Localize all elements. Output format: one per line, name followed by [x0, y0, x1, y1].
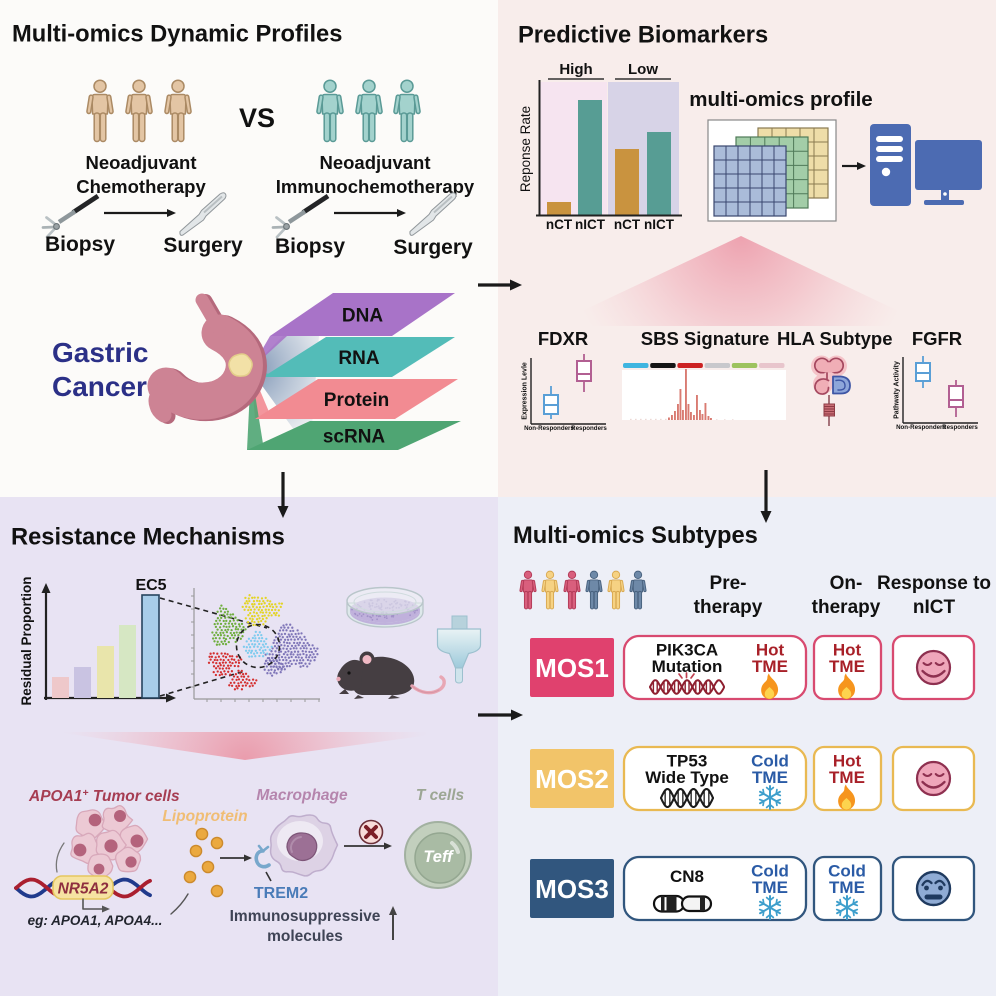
svg-text:APOA1+ Tumor cells: APOA1+ Tumor cells: [28, 787, 180, 805]
svg-text:therapy: therapy: [812, 597, 881, 618]
svg-text:FDXR: FDXR: [538, 328, 588, 349]
svg-text:RNA: RNA: [338, 348, 379, 369]
svg-text:Immunosuppressive: Immunosuppressive: [230, 908, 381, 925]
svg-text:eg: APOA1, APOA4...: eg: APOA1, APOA4...: [28, 913, 163, 928]
svg-text:Wide Type: Wide Type: [645, 768, 729, 787]
svg-text:NR5A2: NR5A2: [58, 881, 109, 898]
svg-text:T cells: T cells: [416, 787, 465, 804]
svg-text:High: High: [559, 61, 592, 78]
svg-text:TP53: TP53: [667, 752, 708, 771]
svg-text:TREM2: TREM2: [254, 885, 308, 902]
svg-text:HLA: HLA: [777, 328, 815, 349]
svg-text:Responders: Responders: [571, 425, 607, 432]
svg-text:Responders: Responders: [942, 424, 978, 431]
svg-text:Cold: Cold: [751, 862, 789, 881]
svg-text:Non-Responders: Non-Responders: [896, 424, 946, 431]
svg-text:Predictive Biomarkers: Predictive Biomarkers: [518, 23, 768, 49]
svg-text:Hot: Hot: [833, 752, 862, 771]
svg-text:MOS1: MOS1: [535, 653, 609, 683]
svg-text:nICT: nICT: [644, 217, 675, 232]
svg-text:PIK3CA: PIK3CA: [656, 641, 718, 660]
svg-text:Non-Responders: Non-Responders: [524, 425, 574, 432]
svg-text:TME: TME: [829, 657, 865, 676]
svg-text:Mutation: Mutation: [652, 657, 723, 676]
svg-text:Chemotherapy: Chemotherapy: [76, 176, 206, 197]
svg-text:Lipoprotein: Lipoprotein: [162, 808, 247, 825]
svg-text:Biopsy: Biopsy: [275, 235, 345, 258]
svg-text:TME: TME: [829, 768, 865, 787]
svg-text:Surgery: Surgery: [393, 236, 473, 259]
svg-text:Hot: Hot: [756, 641, 785, 660]
svg-text:Teff: Teff: [423, 848, 454, 866]
svg-text:nICT: nICT: [575, 217, 606, 232]
svg-text:Pathwaty Activity: Pathwaty Activity: [894, 361, 901, 419]
svg-text:Subtype: Subtype: [820, 328, 893, 349]
svg-text:FGFR: FGFR: [912, 328, 962, 349]
svg-text:SBS Signature: SBS Signature: [641, 328, 770, 349]
svg-text:Cold: Cold: [751, 752, 789, 771]
svg-text:On-: On-: [830, 573, 863, 594]
svg-text:Multi-omics Dynamic Profiles: Multi-omics Dynamic Profiles: [12, 22, 342, 48]
svg-text:therapy: therapy: [694, 597, 763, 618]
svg-text:Low: Low: [628, 61, 658, 78]
svg-text:Multi-omics Subtypes: Multi-omics Subtypes: [513, 523, 758, 549]
svg-text:DNA: DNA: [342, 306, 383, 327]
svg-text:Resistance Mechanisms: Resistance Mechanisms: [11, 525, 285, 551]
svg-text:nCT: nCT: [546, 217, 573, 232]
svg-text:Expression Levle: Expression Levle: [522, 362, 529, 420]
svg-text:EC5: EC5: [135, 577, 166, 594]
svg-text:Protein: Protein: [324, 390, 389, 411]
svg-text:Biopsy: Biopsy: [45, 233, 115, 256]
svg-text:VS: VS: [239, 103, 275, 133]
svg-text:Reponse Rate: Reponse Rate: [518, 106, 533, 192]
svg-text:Cold: Cold: [828, 862, 866, 881]
svg-text:scRNA: scRNA: [323, 427, 386, 448]
svg-text:Neoadjuvant: Neoadjuvant: [319, 152, 430, 173]
svg-text:Immunochemotherapy: Immunochemotherapy: [276, 176, 475, 197]
svg-text:Response to: Response to: [877, 573, 991, 594]
svg-text:Surgery: Surgery: [163, 234, 243, 257]
svg-text:Pre-: Pre-: [710, 573, 747, 594]
svg-text:Residual Proportion: Residual Proportion: [19, 576, 34, 705]
svg-text:Hot: Hot: [833, 641, 862, 660]
svg-text:MOS3: MOS3: [535, 874, 609, 904]
svg-text:molecules: molecules: [267, 928, 343, 945]
svg-text:multi-omics profile: multi-omics profile: [689, 88, 872, 111]
svg-text:TME: TME: [752, 878, 788, 897]
svg-text:TME: TME: [752, 657, 788, 676]
svg-text:Neoadjuvant: Neoadjuvant: [85, 152, 196, 173]
svg-text:Macrophage: Macrophage: [256, 787, 348, 804]
svg-text:CN8: CN8: [670, 867, 704, 886]
svg-text:Cancer: Cancer: [52, 371, 147, 402]
svg-text:nCT: nCT: [614, 217, 641, 232]
svg-text:Gastric: Gastric: [52, 337, 149, 368]
svg-text:nICT: nICT: [913, 597, 956, 618]
svg-text:MOS2: MOS2: [535, 764, 609, 794]
svg-text:TME: TME: [752, 768, 788, 787]
svg-text:TME: TME: [829, 878, 865, 897]
